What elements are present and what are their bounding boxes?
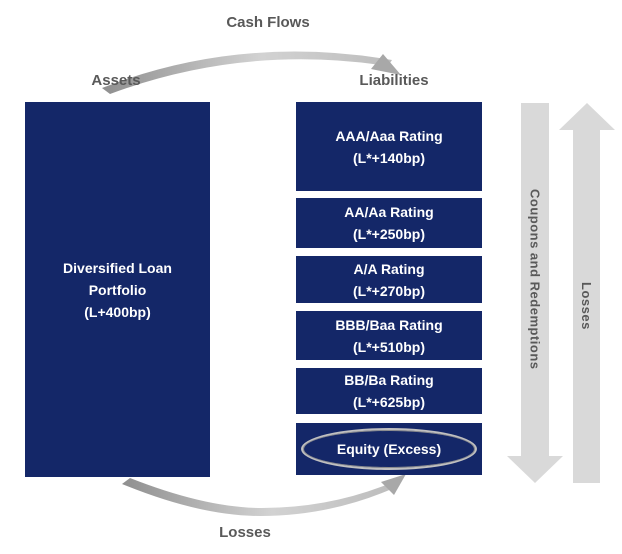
tranche-spread: (L*+140bp) (353, 149, 425, 166)
diversified-loan-portfolio-box: Diversified Loan Portfolio (L+400bp) (25, 102, 210, 477)
tranche-spread: (L*+270bp) (353, 282, 425, 299)
tranche-rating: BB/Ba Rating (344, 372, 434, 388)
losses-up-arrow-shaft (573, 129, 600, 483)
tranche-box-bb: BB/Ba Rating (L*+625bp) (296, 368, 482, 414)
equity-box: Equity (Excess) (296, 423, 482, 475)
liabilities-label: Liabilities (359, 72, 429, 89)
asset-box-line1: Diversified Loan (63, 259, 172, 276)
equity-ellipse-outline: Equity (Excess) (301, 428, 477, 470)
coupons-down-arrow-shaft (521, 103, 549, 456)
tranche-box-aa: AA/Aa Rating (L*+250bp) (296, 198, 482, 248)
tranche-box-aaa: AAA/Aaa Rating (L*+140bp) (296, 102, 482, 191)
tranche-rating: BBB/Baa Rating (335, 316, 443, 333)
asset-box-line2: Portfolio (88, 281, 147, 298)
losses-vertical-label: Losses (579, 282, 594, 330)
tranche-spread: (L*+250bp) (353, 226, 425, 242)
tranche-spread: (L*+625bp) (353, 394, 425, 410)
coupons-redemptions-label: Coupons and Redemptions (527, 189, 543, 370)
tranche-box-a: A/A Rating (L*+270bp) (296, 256, 482, 303)
tranche-rating: AAA/Aaa Rating (335, 127, 443, 144)
losses-up-arrow-head-icon (559, 103, 615, 130)
equity-label: Equity (Excess) (336, 441, 442, 457)
asset-box-line3: (L+400bp) (84, 303, 151, 320)
cash-flows-label: Cash Flows (226, 14, 310, 31)
assets-label: Assets (91, 72, 141, 89)
coupons-down-arrow-head-icon (507, 456, 563, 483)
losses-bottom-label: Losses (219, 524, 271, 541)
tranche-box-bbb: BBB/Baa Rating (L*+510bp) (296, 311, 482, 360)
tranche-rating: AA/Aa Rating (344, 204, 434, 220)
losses-curved-arrow (122, 474, 406, 516)
tranche-spread: (L*+510bp) (353, 338, 425, 355)
tranche-rating: A/A Rating (353, 260, 425, 277)
